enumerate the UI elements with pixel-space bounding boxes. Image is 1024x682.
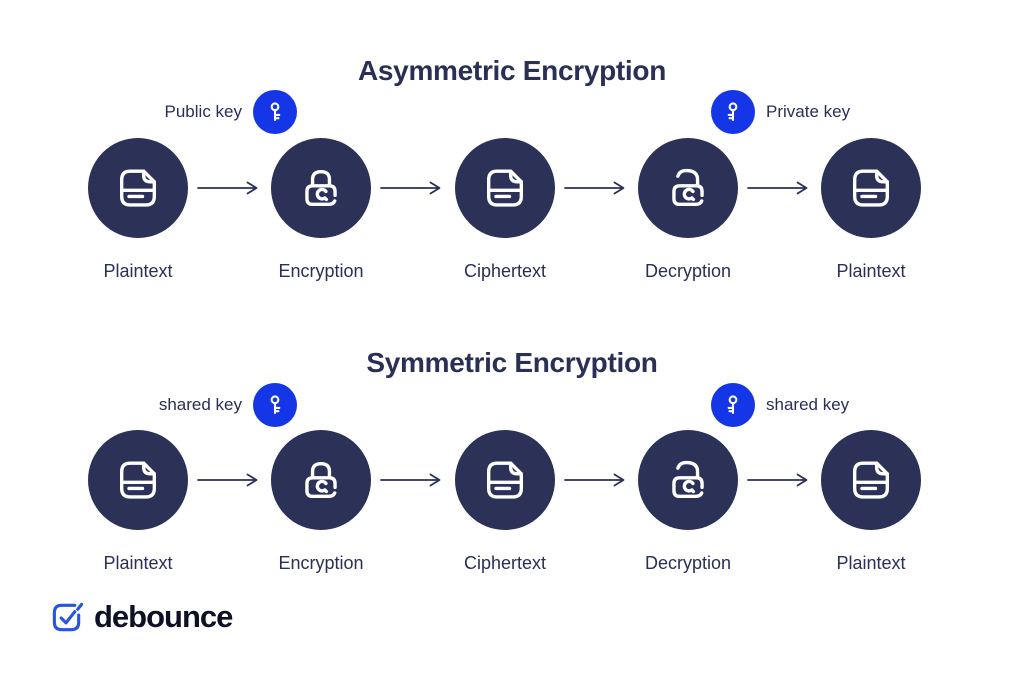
key-icon bbox=[262, 392, 288, 418]
sym-decryption-node bbox=[638, 430, 738, 530]
arrow-right-icon bbox=[747, 473, 813, 487]
sym-plaintext-node bbox=[88, 430, 188, 530]
asym-decryption-node bbox=[638, 138, 738, 238]
logo-wordmark: debounce bbox=[94, 599, 233, 634]
asymmetric-title: Asymmetric Encryption bbox=[357, 55, 667, 86]
shared-key-badge bbox=[711, 383, 755, 427]
shared-key-label: shared key bbox=[158, 395, 242, 414]
arrow-right-icon bbox=[380, 473, 446, 487]
arrow-right-icon bbox=[747, 181, 813, 195]
shared-key-callout-right: shared key bbox=[711, 383, 849, 427]
document-icon bbox=[111, 161, 165, 215]
debounce-logo: debounce bbox=[50, 599, 233, 635]
arrow-right-icon bbox=[564, 181, 630, 195]
arrow-right-icon bbox=[564, 473, 630, 487]
step-label: Decryption bbox=[644, 261, 732, 281]
lock-open-icon bbox=[661, 161, 715, 215]
public-key-callout: Public key bbox=[165, 90, 297, 134]
step-label: Plaintext bbox=[836, 553, 906, 573]
step-label: Plaintext bbox=[103, 261, 173, 281]
arrow-right-icon bbox=[380, 181, 446, 195]
document-icon bbox=[844, 453, 898, 507]
public-key-label: Public key bbox=[164, 102, 242, 121]
key-icon bbox=[262, 99, 288, 125]
document-icon bbox=[111, 453, 165, 507]
arrow-right-icon bbox=[197, 181, 263, 195]
asym-plaintext-result-node bbox=[821, 138, 921, 238]
private-key-badge bbox=[711, 90, 755, 134]
arrow-right-icon bbox=[197, 473, 263, 487]
lock-closed-icon bbox=[294, 161, 348, 215]
sym-plaintext-result-node bbox=[821, 430, 921, 530]
asym-ciphertext-node bbox=[455, 138, 555, 238]
document-icon bbox=[478, 161, 532, 215]
step-label: Encryption bbox=[278, 261, 364, 281]
step-label: Ciphertext bbox=[463, 553, 547, 573]
step-label: Plaintext bbox=[836, 261, 906, 281]
shared-key-badge bbox=[253, 383, 297, 427]
lock-open-icon bbox=[661, 453, 715, 507]
asym-plaintext-node bbox=[88, 138, 188, 238]
shared-key-callout-left: shared key bbox=[159, 383, 297, 427]
lock-closed-icon bbox=[294, 453, 348, 507]
key-icon bbox=[720, 392, 746, 418]
step-label: Ciphertext bbox=[463, 261, 547, 281]
symmetric-title: Symmetric Encryption bbox=[366, 347, 658, 378]
sym-encryption-node bbox=[271, 430, 371, 530]
check-badge-icon bbox=[50, 600, 85, 635]
step-label: Plaintext bbox=[103, 553, 173, 573]
private-key-label: Private key bbox=[766, 102, 851, 121]
shared-key-label: shared key bbox=[766, 395, 850, 414]
private-key-callout: Private key bbox=[711, 90, 850, 134]
step-label: Decryption bbox=[644, 553, 732, 573]
sym-ciphertext-node bbox=[455, 430, 555, 530]
public-key-badge bbox=[253, 90, 297, 134]
document-icon bbox=[478, 453, 532, 507]
document-icon bbox=[844, 161, 898, 215]
step-label: Encryption bbox=[278, 553, 364, 573]
key-icon bbox=[720, 99, 746, 125]
asym-encryption-node bbox=[271, 138, 371, 238]
